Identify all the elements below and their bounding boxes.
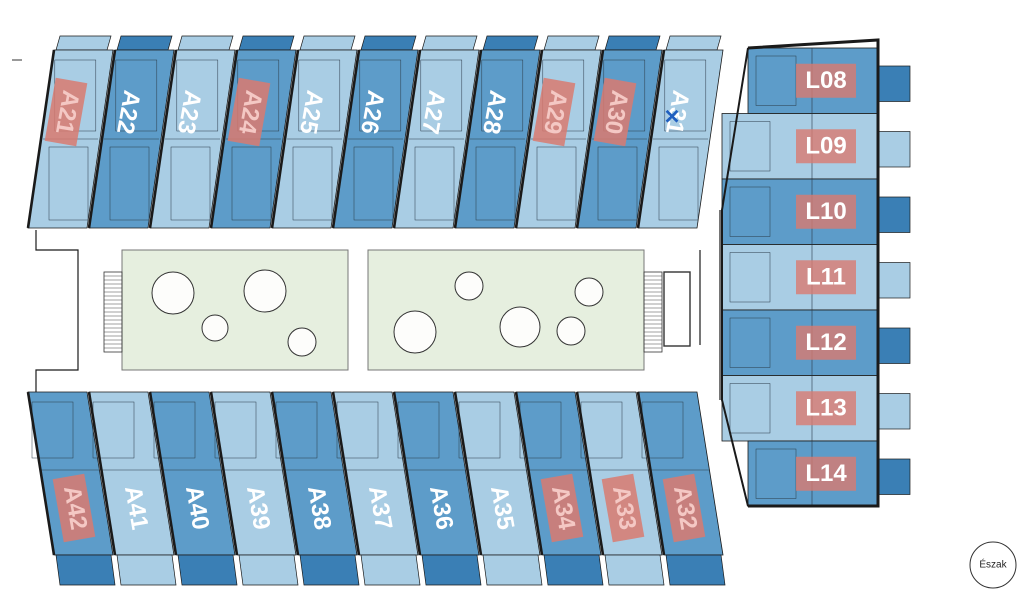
tree-icon bbox=[499, 306, 541, 348]
apartment-unit[interactable] bbox=[392, 35, 480, 229]
tree-icon bbox=[243, 269, 287, 313]
unit-highlight bbox=[796, 325, 856, 360]
unit-highlight bbox=[796, 129, 856, 164]
unit-label[interactable]: L10 bbox=[805, 198, 846, 225]
unit-highlight bbox=[796, 194, 856, 229]
tree-icon bbox=[151, 271, 195, 315]
apartment-unit[interactable] bbox=[270, 35, 358, 229]
sold-marker bbox=[540, 473, 584, 543]
tree-icon bbox=[393, 310, 437, 354]
sold-marker bbox=[593, 77, 637, 147]
apartment-unit[interactable] bbox=[148, 35, 236, 229]
sold-marker bbox=[601, 473, 645, 543]
apartment-unit[interactable] bbox=[636, 391, 726, 586]
tree-icon bbox=[574, 277, 604, 307]
apartment-unit[interactable] bbox=[331, 35, 419, 229]
sold-marker bbox=[44, 77, 88, 147]
unit-label[interactable]: L13 bbox=[805, 395, 846, 422]
unit-highlight bbox=[796, 260, 856, 295]
sold-marker bbox=[662, 473, 706, 543]
apartment-unit[interactable] bbox=[26, 391, 116, 586]
unit-highlight bbox=[796, 456, 856, 491]
apartment-unit[interactable] bbox=[148, 391, 238, 586]
apartment-unit[interactable] bbox=[331, 391, 421, 586]
unit-label[interactable]: L09 bbox=[805, 133, 846, 160]
unit-label[interactable]: L08 bbox=[805, 67, 846, 94]
sold-marker bbox=[532, 77, 576, 147]
trees bbox=[151, 269, 604, 357]
tree-icon bbox=[454, 271, 484, 301]
unit-label[interactable]: L11 bbox=[806, 264, 846, 291]
unit-highlight bbox=[796, 391, 856, 426]
unit-label[interactable]: L12 bbox=[805, 329, 846, 356]
central-garden bbox=[121, 249, 645, 371]
apartment-unit[interactable] bbox=[392, 391, 482, 586]
apartment-unit[interactable] bbox=[453, 35, 541, 229]
apartment-unit[interactable] bbox=[575, 391, 665, 586]
north-label: Észak bbox=[979, 558, 1007, 571]
apartment-unit[interactable] bbox=[87, 391, 177, 586]
unit-label[interactable]: L14 bbox=[805, 460, 847, 487]
tree-icon bbox=[201, 314, 229, 342]
sold-marker bbox=[52, 473, 96, 543]
corridor-outline bbox=[35, 210, 721, 400]
north-indicator: Észak bbox=[969, 541, 1017, 589]
location-marker: ✕ bbox=[664, 106, 681, 128]
apartment-unit[interactable] bbox=[636, 35, 724, 229]
tree-icon bbox=[556, 316, 586, 346]
apartment-unit[interactable] bbox=[209, 391, 299, 586]
apartment-unit[interactable] bbox=[270, 391, 360, 586]
tree-icon bbox=[287, 327, 317, 357]
apartment-unit[interactable] bbox=[514, 391, 604, 586]
apartment-unit[interactable] bbox=[87, 35, 175, 229]
apartment-unit[interactable] bbox=[453, 391, 543, 586]
garden-west bbox=[121, 249, 349, 371]
sold-marker bbox=[227, 77, 271, 147]
lower-row bbox=[26, 391, 726, 586]
unit-highlight bbox=[796, 63, 856, 98]
